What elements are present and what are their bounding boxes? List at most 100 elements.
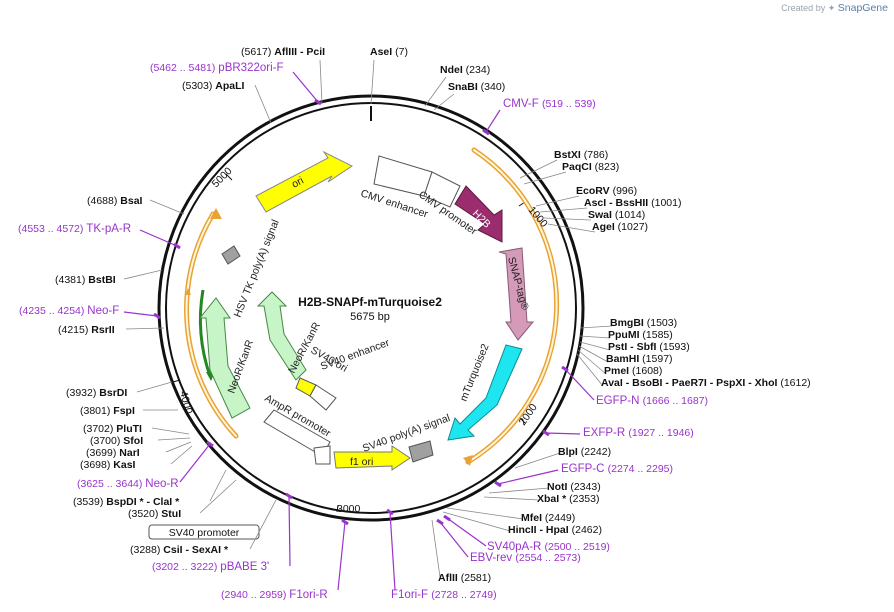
- site-leader-line: [442, 511, 511, 532]
- site-leader-line: [578, 345, 609, 363]
- site-leader-line: [370, 59, 375, 105]
- site-label: PmeI (1608): [604, 365, 662, 377]
- site-leader-line: [488, 487, 550, 494]
- primer-label: (5462 .. 5481) pBR322ori-F: [150, 62, 284, 74]
- site-label: PaqCI (823): [562, 161, 619, 173]
- site-label: NdeI (234): [440, 64, 490, 76]
- feature-h2b: [454, 185, 503, 243]
- label-sv40-polya: SV40 poly(A) signal: [361, 412, 452, 455]
- site-leader-line: [579, 325, 613, 329]
- primer-binding-mark: [443, 514, 451, 522]
- site-label: (3699) NarI: [86, 447, 140, 459]
- site-leader-line: [165, 441, 192, 453]
- primer-binding-mark: [386, 508, 394, 516]
- site-label: MfeI (2449): [521, 512, 575, 524]
- site-leader-line: [125, 327, 165, 330]
- primer-label: EGFP-N (1666 .. 1687): [596, 395, 708, 407]
- primer-leader-line: [123, 311, 158, 317]
- primer-leader-line: [439, 521, 469, 558]
- site-label: (3698) KasI: [80, 459, 136, 471]
- site-leader-line: [579, 335, 611, 339]
- site-label: (3700) SfoI: [90, 435, 143, 447]
- site-leader-line: [547, 223, 596, 233]
- site-leader-line: [523, 171, 567, 185]
- primer-binding-mark: [494, 480, 502, 488]
- site-leader-line: [483, 496, 540, 501]
- primer-leader-line: [179, 443, 211, 483]
- site-label: (3520) StuI: [128, 508, 181, 520]
- orf-arrowhead-1: [463, 455, 473, 466]
- label-f1-ori: f1 ori: [350, 456, 373, 468]
- site-label: AgeI (1027): [592, 221, 648, 233]
- primer-label: EBV-rev (2554 .. 2573): [470, 552, 581, 564]
- site-leader-line: [209, 469, 227, 502]
- feature-cmv-promoter: [423, 171, 461, 208]
- feature-snap-tag: [498, 247, 535, 341]
- site-label: BstXI (786): [554, 149, 608, 161]
- site-label: AflII (2581): [438, 572, 491, 584]
- site-leader-line: [539, 207, 588, 213]
- primer-label: (2940 .. 2959) F1ori-R: [221, 589, 328, 601]
- site-leader-line: [254, 84, 272, 124]
- primer-leader-line: [139, 229, 178, 247]
- plasmid-size: 5675 bp: [350, 311, 390, 323]
- site-leader-line: [577, 349, 607, 375]
- primer-binding-mark: [542, 429, 550, 437]
- primer-label: (4553 .. 4572) TK-pA-R: [18, 223, 131, 235]
- site-label: (4688) BsaI: [87, 195, 143, 207]
- site-label: (3932) BsrDI: [66, 387, 127, 399]
- label-neor-outer: NeoR/KanR: [226, 338, 257, 395]
- orf-arcs: [184, 147, 560, 465]
- site-leader-line: [319, 59, 323, 105]
- site-label: BamHI (1597): [606, 353, 673, 365]
- primer-leader-line: [389, 511, 396, 591]
- site-label: (5617) AflIII - PciI: [241, 46, 325, 58]
- primer-label: (4235 .. 4254) Neo-F: [19, 305, 119, 317]
- site-label: EcoRV (996): [576, 185, 637, 197]
- site-leader-line: [151, 427, 190, 435]
- label-ori: ori: [290, 175, 306, 191]
- tick-2000: 2000: [517, 402, 540, 428]
- feature-f1-ori: [333, 445, 411, 471]
- feature-sv40-polya: [408, 440, 434, 463]
- feature-small-promoter: [313, 445, 331, 465]
- site-leader-line: [446, 507, 524, 520]
- site-label: (5303) ApaLI: [182, 80, 245, 92]
- primer-leader-line: [337, 521, 346, 591]
- site-label: HincII - HpaI (2462): [508, 524, 602, 536]
- primer-marks: [123, 71, 595, 591]
- site-leader-line: [136, 381, 173, 393]
- primer-binding-mark: [153, 312, 161, 320]
- primer-label: CMV-F (519 .. 539): [503, 98, 596, 110]
- snapgene-credit: Created by ✦ SnapGene: [781, 2, 888, 14]
- site-label: XbaI * (2353): [537, 493, 599, 505]
- primer-binding-mark: [436, 518, 444, 526]
- orf-arrowhead-2: [210, 208, 222, 219]
- site-leader-line: [170, 445, 193, 465]
- site-label: BlpI (2242): [558, 446, 611, 458]
- site-leader-line: [157, 437, 191, 441]
- site-leader-line: [199, 479, 237, 514]
- backbone-ring-outer: [157, 94, 585, 522]
- feature-ori: [255, 150, 353, 213]
- site-leader-line: [535, 195, 580, 207]
- primer-leader-line: [446, 517, 487, 547]
- tick-5000: 5000: [210, 165, 235, 190]
- tick-4000: 4000: [177, 390, 195, 416]
- primer-leader-line: [497, 469, 559, 485]
- primer-label: (3625 .. 3644) Neo-R: [77, 478, 179, 490]
- site-label: PpuMI (1585): [608, 329, 673, 341]
- tick-3000: 3000: [337, 503, 361, 515]
- primer-label: (3202 .. 3222) pBABE 3': [152, 561, 269, 573]
- primers: (5462 .. 5481) pBR322ori-F CMV-F (519 .. …: [18, 62, 708, 601]
- primer-label: F1ori-F (2728 .. 2749): [391, 589, 497, 601]
- site-leader-line: [519, 159, 558, 179]
- primer-leader-line: [485, 109, 501, 133]
- site-label: AscI - BssHII (1001): [584, 197, 681, 209]
- site-label: SwaI (1014): [588, 209, 645, 221]
- sv40-promoter-label: SV40 promoter: [169, 527, 240, 539]
- primer-label: EXFP-R (1927 .. 1946): [583, 427, 694, 439]
- primer-binding-mark: [561, 365, 569, 373]
- tick-1000: 1000: [526, 204, 550, 230]
